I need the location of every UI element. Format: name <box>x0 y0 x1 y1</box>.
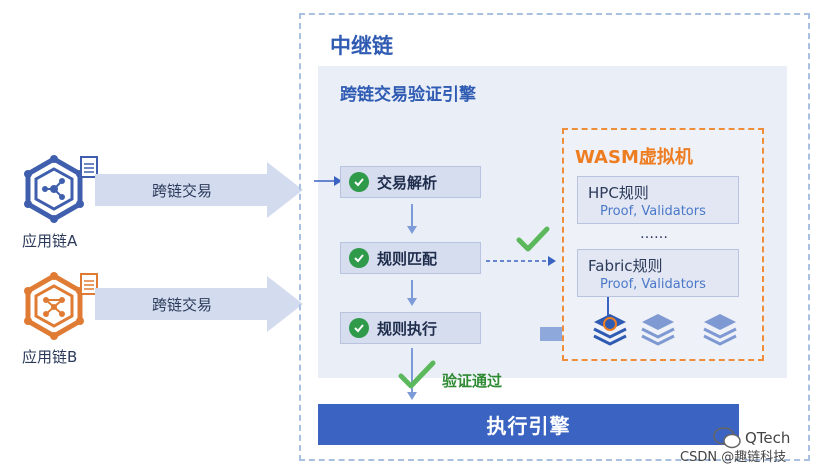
rule-to-layer-line <box>607 297 609 317</box>
rule-ellipsis: …… <box>640 226 668 242</box>
rule-fabric-sub: Proof, Validators <box>600 277 706 292</box>
check-circle-icon <box>349 248 369 268</box>
app-chain-a-icon <box>24 155 98 223</box>
step-execute: 规则执行 <box>340 312 481 344</box>
cross-chain-arrow-a <box>95 162 303 218</box>
cross-chain-arrow-b-label: 跨链交易 <box>152 296 213 314</box>
step-parse: 交易解析 <box>340 166 481 198</box>
verify-checkmark-icon <box>398 360 436 389</box>
flow-arrow-down <box>407 280 417 306</box>
relay-chain-frame <box>299 13 810 461</box>
relay-chain-title: 中继链 <box>330 34 393 58</box>
watermark-brand: QTech <box>745 429 791 447</box>
rule-hpc-sub: Proof, Validators <box>600 204 706 219</box>
step-match-label: 规则匹配 <box>377 249 438 268</box>
step-execute-label: 规则执行 <box>377 319 438 338</box>
check-circle-icon <box>349 172 369 192</box>
execution-engine-bar: 执行引擎 <box>318 404 739 445</box>
rule-hpc: HPC规则 Proof, Validators <box>577 176 739 224</box>
verification-engine-title: 跨链交易验证引擎 <box>340 85 476 105</box>
step-parse-label: 交易解析 <box>377 173 438 192</box>
layer-stack-icon <box>641 314 675 346</box>
step-match: 规则匹配 <box>340 242 481 274</box>
verify-passed-label: 验证通过 <box>442 372 503 390</box>
dashed-arrow-to-rule <box>486 256 556 266</box>
rule-fabric: Fabric规则 Proof, Validators <box>577 249 739 297</box>
layer-stack-icon <box>703 314 737 346</box>
match-checkmark-icon <box>516 226 550 252</box>
app-chain-b-icon <box>24 272 98 340</box>
entry-arrow <box>314 176 342 186</box>
app-chain-b-label: 应用链B <box>22 348 78 366</box>
wasm-vm-title: WASM虚拟机 <box>575 147 693 168</box>
cross-chain-arrow-a-label: 跨链交易 <box>152 182 213 200</box>
layer-stack-icon <box>593 314 627 346</box>
execution-engine-label: 执行引擎 <box>486 414 571 438</box>
check-circle-icon <box>349 318 369 338</box>
app-chain-a-label: 应用链A <box>22 232 78 250</box>
cross-chain-arrow-b <box>95 276 303 332</box>
flow-arrow-down <box>407 204 417 234</box>
watermark-site: CSDN @趣链科技 <box>680 450 787 465</box>
wechat-icon <box>713 427 741 449</box>
rule-fabric-name: Fabric规则 <box>588 257 663 275</box>
rule-hpc-name: HPC规则 <box>588 184 649 202</box>
